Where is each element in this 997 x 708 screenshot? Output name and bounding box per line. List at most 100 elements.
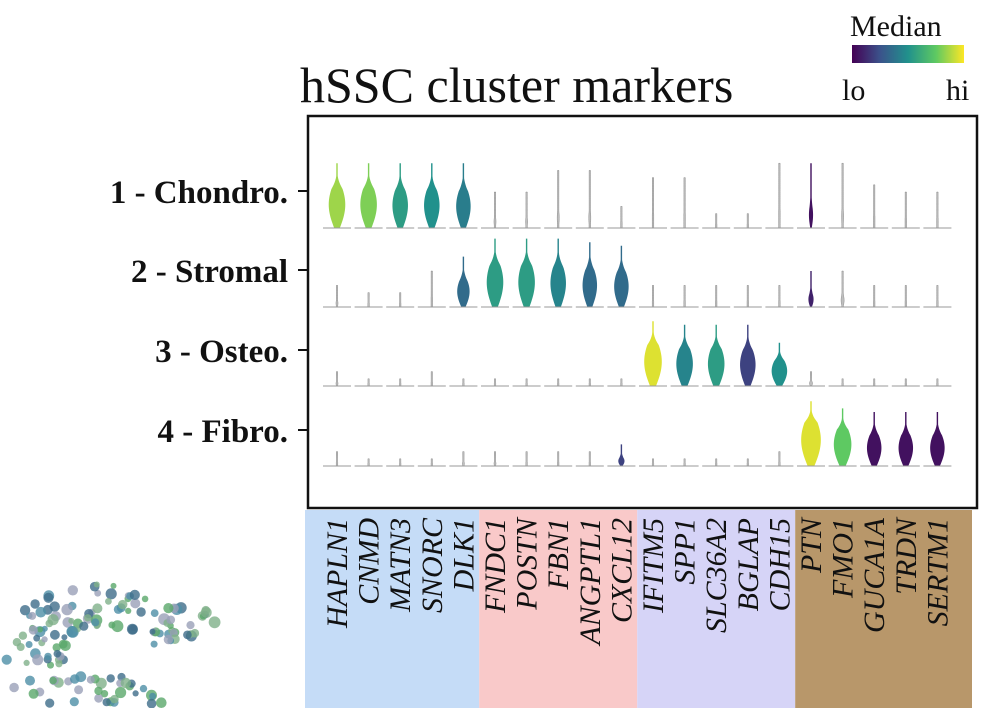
- violin-POSTN-cluster-2: [518, 238, 535, 307]
- violin-FNDC1-cluster-4: [493, 451, 497, 467]
- chart-title: hSSC cluster markers: [300, 57, 733, 113]
- umap-point: [92, 603, 103, 614]
- umap-point: [35, 606, 47, 618]
- umap-point: [150, 640, 158, 648]
- legend-colorbar: [852, 45, 964, 63]
- gene-label-POSTN: POSTN: [511, 516, 544, 611]
- gene-group-panel: [479, 510, 638, 708]
- violin-marks: [323, 163, 952, 467]
- umap-point: [141, 595, 149, 603]
- umap-point: [110, 694, 119, 704]
- gene-label-SPP1: SPP1: [669, 518, 702, 585]
- violin-BGLAP-cluster-2: [746, 285, 749, 308]
- umap-point: [68, 617, 75, 624]
- gene-label-TRDN: TRDN: [890, 516, 923, 595]
- violin-DLK1-cluster-4: [462, 451, 465, 467]
- umap-point: [43, 592, 54, 603]
- umap-point: [50, 629, 60, 640]
- umap-point: [37, 626, 44, 633]
- violin-FBN1-cluster-3: [557, 378, 560, 387]
- umap-point: [91, 618, 100, 627]
- umap-point: [86, 675, 95, 684]
- umap-point: [94, 589, 102, 597]
- umap-point: [28, 688, 39, 699]
- violin-IFITM5-cluster-1: [652, 177, 654, 229]
- umap-point: [120, 677, 131, 689]
- gene-label-SNORC: SNORC: [416, 517, 449, 613]
- gene-label-CXCL12: CXCL12: [605, 518, 638, 623]
- violin-FMO1-cluster-2: [840, 270, 845, 308]
- violin-TRDN-cluster-3: [904, 378, 907, 387]
- violin-SLC36A2-cluster-2: [715, 285, 718, 308]
- violin-ANGPTL1-cluster-2: [582, 242, 598, 307]
- umap-point: [166, 615, 176, 625]
- violin-TRDN-cluster-2: [904, 285, 907, 308]
- violin-MATN3-cluster-2: [399, 292, 402, 308]
- umap-point: [49, 601, 60, 612]
- umap-point: [146, 698, 157, 708]
- violin-FNDC1-cluster-3: [494, 378, 496, 387]
- violin-SNORC-cluster-3: [430, 371, 433, 387]
- umap-point: [67, 585, 79, 596]
- violin-SLC36A2-cluster-4: [715, 458, 718, 467]
- gene-label-CDH15: CDH15: [763, 518, 796, 611]
- violin-FMO1-cluster-3: [841, 378, 844, 387]
- umap-point: [115, 686, 127, 699]
- violin-CXCL12-cluster-1: [620, 206, 623, 229]
- violin-GUCA1A-cluster-4: [866, 412, 882, 466]
- gene-group-panels: [305, 510, 972, 708]
- violin-TRDN-cluster-4: [898, 412, 914, 466]
- umap-point: [111, 620, 124, 633]
- gene-label-PTN: PTN: [795, 516, 828, 574]
- umap-point: [32, 654, 44, 666]
- gene-group-panel: [637, 510, 796, 708]
- violin-FBN1-cluster-1: [556, 170, 560, 229]
- cluster-label: 2 - Stromal: [131, 254, 288, 290]
- umap-point: [28, 625, 38, 635]
- gene-label-FMO1: FMO1: [827, 518, 860, 599]
- violin-ANGPTL1-cluster-3: [588, 378, 591, 387]
- umap-point: [139, 684, 148, 693]
- umap-point: [23, 659, 30, 667]
- violin-IFITM5-cluster-3: [644, 321, 662, 386]
- umap-point: [183, 630, 192, 640]
- violin-FBN1-cluster-4: [557, 451, 560, 467]
- violin-MATN3-cluster-1: [392, 163, 408, 228]
- violin-PTN-cluster-2: [808, 271, 814, 307]
- gene-label-DLK1: DLK1: [447, 518, 480, 592]
- umap-point: [28, 611, 37, 620]
- violin-SERTM1-cluster-2: [936, 285, 939, 308]
- umap-point: [18, 631, 28, 640]
- cluster-label: 3 - Osteo.: [155, 334, 288, 370]
- umap-point: [163, 603, 174, 614]
- violin-TRDN-cluster-1: [904, 191, 907, 229]
- umap-point: [74, 685, 84, 695]
- gene-label-CNMD: CNMD: [353, 518, 386, 605]
- umap-point: [93, 581, 100, 588]
- gene-label-GUCA1A: GUCA1A: [858, 517, 891, 633]
- cluster-label: 4 - Fibro.: [158, 414, 288, 450]
- violin-MATN3-cluster-3: [399, 378, 402, 387]
- violin-POSTN-cluster-4: [525, 451, 528, 467]
- violin-HAPLN1-cluster-4: [336, 451, 338, 467]
- violin-HAPLN1-cluster-1: [328, 163, 346, 228]
- umap-point: [186, 621, 195, 630]
- violin-HAPLN1-cluster-3: [335, 371, 339, 387]
- gene-label-MATN3: MATN3: [384, 518, 417, 613]
- umap-point: [94, 693, 103, 703]
- umap-point: [55, 660, 63, 668]
- violin-ANGPTL1-cluster-1: [588, 170, 592, 229]
- umap-point: [105, 588, 117, 600]
- umap-point: [75, 671, 87, 683]
- umap-point: [30, 599, 40, 609]
- umap-point: [66, 626, 78, 638]
- umap-point: [16, 643, 25, 651]
- violin-FNDC1-cluster-1: [493, 191, 497, 229]
- violin-CXCL12-cluster-3: [620, 378, 623, 387]
- violin-POSTN-cluster-3: [525, 378, 528, 387]
- umap-point: [49, 676, 57, 685]
- umap-point: [84, 614, 92, 622]
- violin-HAPLN1-cluster-2: [335, 285, 339, 308]
- gene-label-SERTM1: SERTM1: [921, 518, 954, 626]
- violin-POSTN-cluster-1: [525, 191, 528, 229]
